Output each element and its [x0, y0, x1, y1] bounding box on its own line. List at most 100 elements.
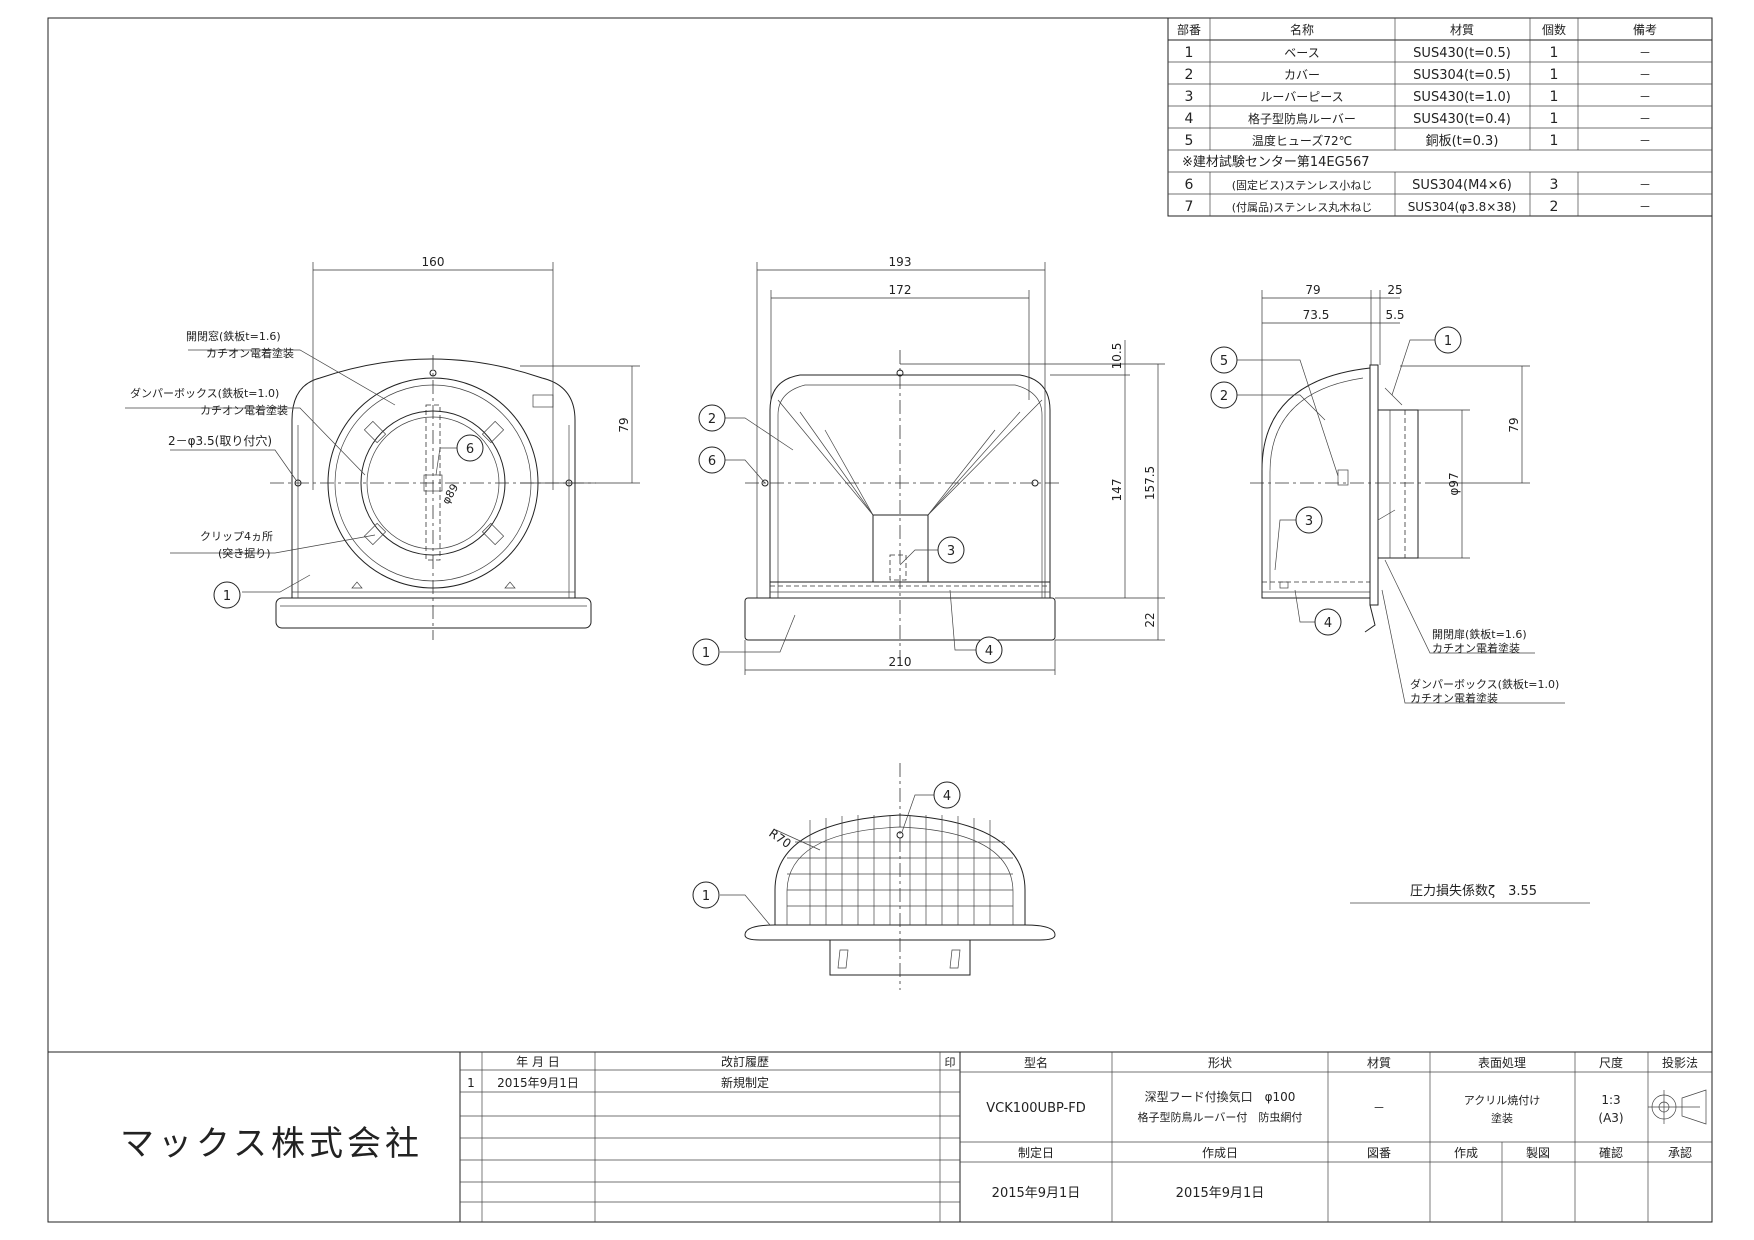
dim-front-width: 160 — [422, 255, 445, 269]
balloon-4: 4 — [943, 789, 951, 804]
rev-row-no: 1 — [467, 1076, 475, 1090]
balloon-4: 4 — [1324, 616, 1332, 631]
parts-row-name: ルーバーピース — [1260, 90, 1343, 104]
callout-clips-note: (突き据り) — [218, 546, 271, 560]
parts-header-material: 材質 — [1450, 22, 1474, 37]
right-view: 79 25 73.5 5.5 79 φ97 5 2 3 4 1 開閉扉(鉄板t=… — [1210, 283, 1565, 705]
scale-value: 1:3 — [1601, 1093, 1620, 1107]
scale-label: 尺度 — [1599, 1055, 1623, 1070]
balloon-1: 1 — [1444, 334, 1452, 349]
parts-header-qty: 個数 — [1542, 22, 1566, 37]
third-angle-projection-icon — [1648, 1089, 1707, 1125]
created-date: 2015年9月1日 — [1176, 1186, 1265, 1201]
dim-right-5-5: 5.5 — [1385, 308, 1404, 322]
bottom-view: R70 4 1 — [692, 763, 1056, 990]
parts-row-no: 2 — [1185, 67, 1194, 83]
callout-right-open-finish: カチオン電着塗装 — [1432, 641, 1520, 655]
parts-table-note: ※建材試験センター第14EG567 — [1182, 154, 1370, 170]
rev-row-date: 2015年9月1日 — [497, 1076, 579, 1090]
parts-row-qty: 1 — [1550, 133, 1559, 149]
parts-row-note: － — [1639, 68, 1651, 82]
parts-row-name: (付属品)ステンレス丸木ねじ — [1232, 201, 1373, 214]
parts-row-no: 7 — [1185, 199, 1194, 215]
parts-header-note: 備考 — [1633, 22, 1657, 37]
balloon-3: 3 — [1305, 514, 1313, 529]
dim-front-d89: φ89 — [439, 482, 461, 507]
checked-label: 確認 — [1599, 1145, 1623, 1160]
balloon-5: 5 — [1220, 354, 1228, 369]
dim-right-73-5: 73.5 — [1303, 308, 1330, 322]
dim-right-79: 79 — [1305, 283, 1320, 297]
sheet-frame — [47, 17, 1713, 1223]
parts-row-note: － — [1639, 46, 1651, 60]
parts-row-name: (固定ビス)ステンレス小ねじ — [1232, 178, 1373, 192]
dim-right-25: 25 — [1387, 283, 1402, 297]
dim-front-79: 79 — [617, 417, 631, 432]
dim-bottom-r70: R70 — [766, 826, 793, 851]
parts-row-note: － — [1639, 134, 1651, 148]
material-label: 材質 — [1367, 1055, 1391, 1070]
dim-side-outer: 193 — [889, 255, 912, 269]
company-name: マックス株式会社 — [120, 1124, 423, 1164]
balloon-1: 1 — [223, 589, 231, 604]
dim-side-base: 210 — [889, 655, 912, 669]
parts-row-name: カバー — [1284, 68, 1320, 82]
callout-damper-box: ダンパーボックス(鉄板t=1.0) — [130, 386, 279, 400]
callout-right-damper-finish: カチオン電着塗装 — [1410, 691, 1498, 705]
projection-label: 投影法 — [1662, 1055, 1698, 1070]
parts-row-material: SUS430(t=0.5) — [1413, 46, 1511, 61]
callout-open-window-finish: カチオン電着塗装 — [206, 346, 294, 360]
scale-sheet: (A3) — [1598, 1111, 1623, 1125]
parts-row-material: SUS304(M4×6) — [1412, 178, 1512, 193]
callout-mounting-holes: 2－φ3.5(取り付穴) — [168, 433, 272, 448]
parts-row-note: － — [1639, 90, 1651, 104]
parts-row-no: 1 — [1185, 45, 1194, 61]
dim-side-10-5: 10.5 — [1110, 343, 1124, 370]
balloon-6: 6 — [708, 454, 716, 469]
dim-right-d97: φ97 — [1447, 472, 1461, 495]
parts-header-no: 部番 — [1177, 22, 1201, 37]
rev-row-history: 新規制定 — [721, 1075, 769, 1090]
established-label: 制定日 — [1018, 1145, 1054, 1160]
parts-row-name: 温度ヒューズ72℃ — [1252, 133, 1352, 148]
pressure-loss-coefficient: 圧力損失係数ζ 3.55 — [1410, 884, 1537, 899]
parts-row-name: 格子型防鳥ルーバー — [1248, 111, 1356, 126]
parts-row-qty: 1 — [1550, 45, 1559, 61]
title-block: マックス株式会社 年 月 日 改訂履歴 印 1 2015年9月1日 新規制定 型… — [48, 1051, 1712, 1222]
drafted-label: 製図 — [1526, 1146, 1550, 1160]
callout-clips: クリップ4ヵ所 — [200, 530, 273, 543]
parts-row-qty: 2 — [1550, 199, 1559, 215]
parts-row-note: － — [1639, 200, 1651, 214]
parts-row-note: － — [1639, 178, 1651, 192]
rev-header-history: 改訂履歴 — [721, 1054, 769, 1069]
callout-right-open: 開閉扉(鉄板t=1.6) — [1432, 627, 1527, 641]
approved-label: 承認 — [1668, 1145, 1692, 1160]
callout-right-damper: ダンパーボックス(鉄板t=1.0) — [1410, 677, 1559, 691]
parts-row-no: 3 — [1185, 89, 1194, 105]
balloon-6: 6 — [466, 442, 474, 457]
dim-side-22: 22 — [1143, 612, 1157, 627]
balloon-1: 1 — [702, 646, 710, 661]
balloon-3: 3 — [947, 544, 955, 559]
parts-row-material: 銅板(t=0.3) — [1426, 134, 1499, 149]
parts-row-qty: 1 — [1550, 111, 1559, 127]
callout-open-window: 開閉窓(鉄板t=1.6) — [186, 329, 281, 343]
dim-right-79v: 79 — [1507, 417, 1521, 432]
parts-row-no: 4 — [1185, 111, 1194, 127]
callout-damper-box-finish: カチオン電着塗装 — [200, 403, 288, 417]
balloon-4: 4 — [985, 644, 993, 659]
material-value: － — [1373, 1101, 1385, 1115]
established-date: 2015年9月1日 — [992, 1186, 1081, 1201]
dim-side-147: 147 — [1110, 479, 1124, 502]
parts-row-no: 5 — [1185, 133, 1194, 149]
parts-header-name: 名称 — [1290, 22, 1314, 37]
model-label: 型名 — [1024, 1055, 1048, 1070]
parts-table: 部番 名称 材質 個数 備考 1 ベース SUS430(t=0.5) 1 － 2… — [1167, 17, 1713, 217]
side-view: 193 172 210 10.5 147 157.5 22 2 6 3 4 — [692, 255, 1165, 675]
parts-row-no: 6 — [1185, 177, 1194, 193]
created-label: 作成日 — [1202, 1146, 1238, 1160]
parts-row-qty: 3 — [1550, 177, 1559, 193]
parts-row-material: SUS430(t=1.0) — [1413, 90, 1511, 105]
shape-line-1: 深型フード付換気口 φ100 — [1145, 1089, 1296, 1104]
